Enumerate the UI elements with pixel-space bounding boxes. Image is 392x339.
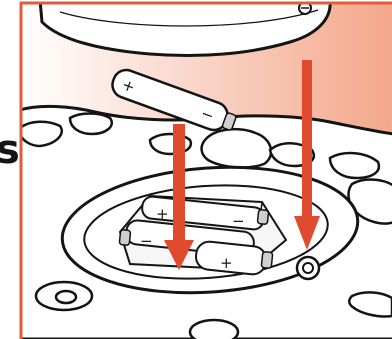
minus-sign-upper: −	[232, 212, 245, 230]
plus-sign-lower: +	[220, 254, 233, 272]
plus-sign-upper: +	[156, 205, 169, 223]
minus-sign-middle: −	[140, 232, 153, 250]
